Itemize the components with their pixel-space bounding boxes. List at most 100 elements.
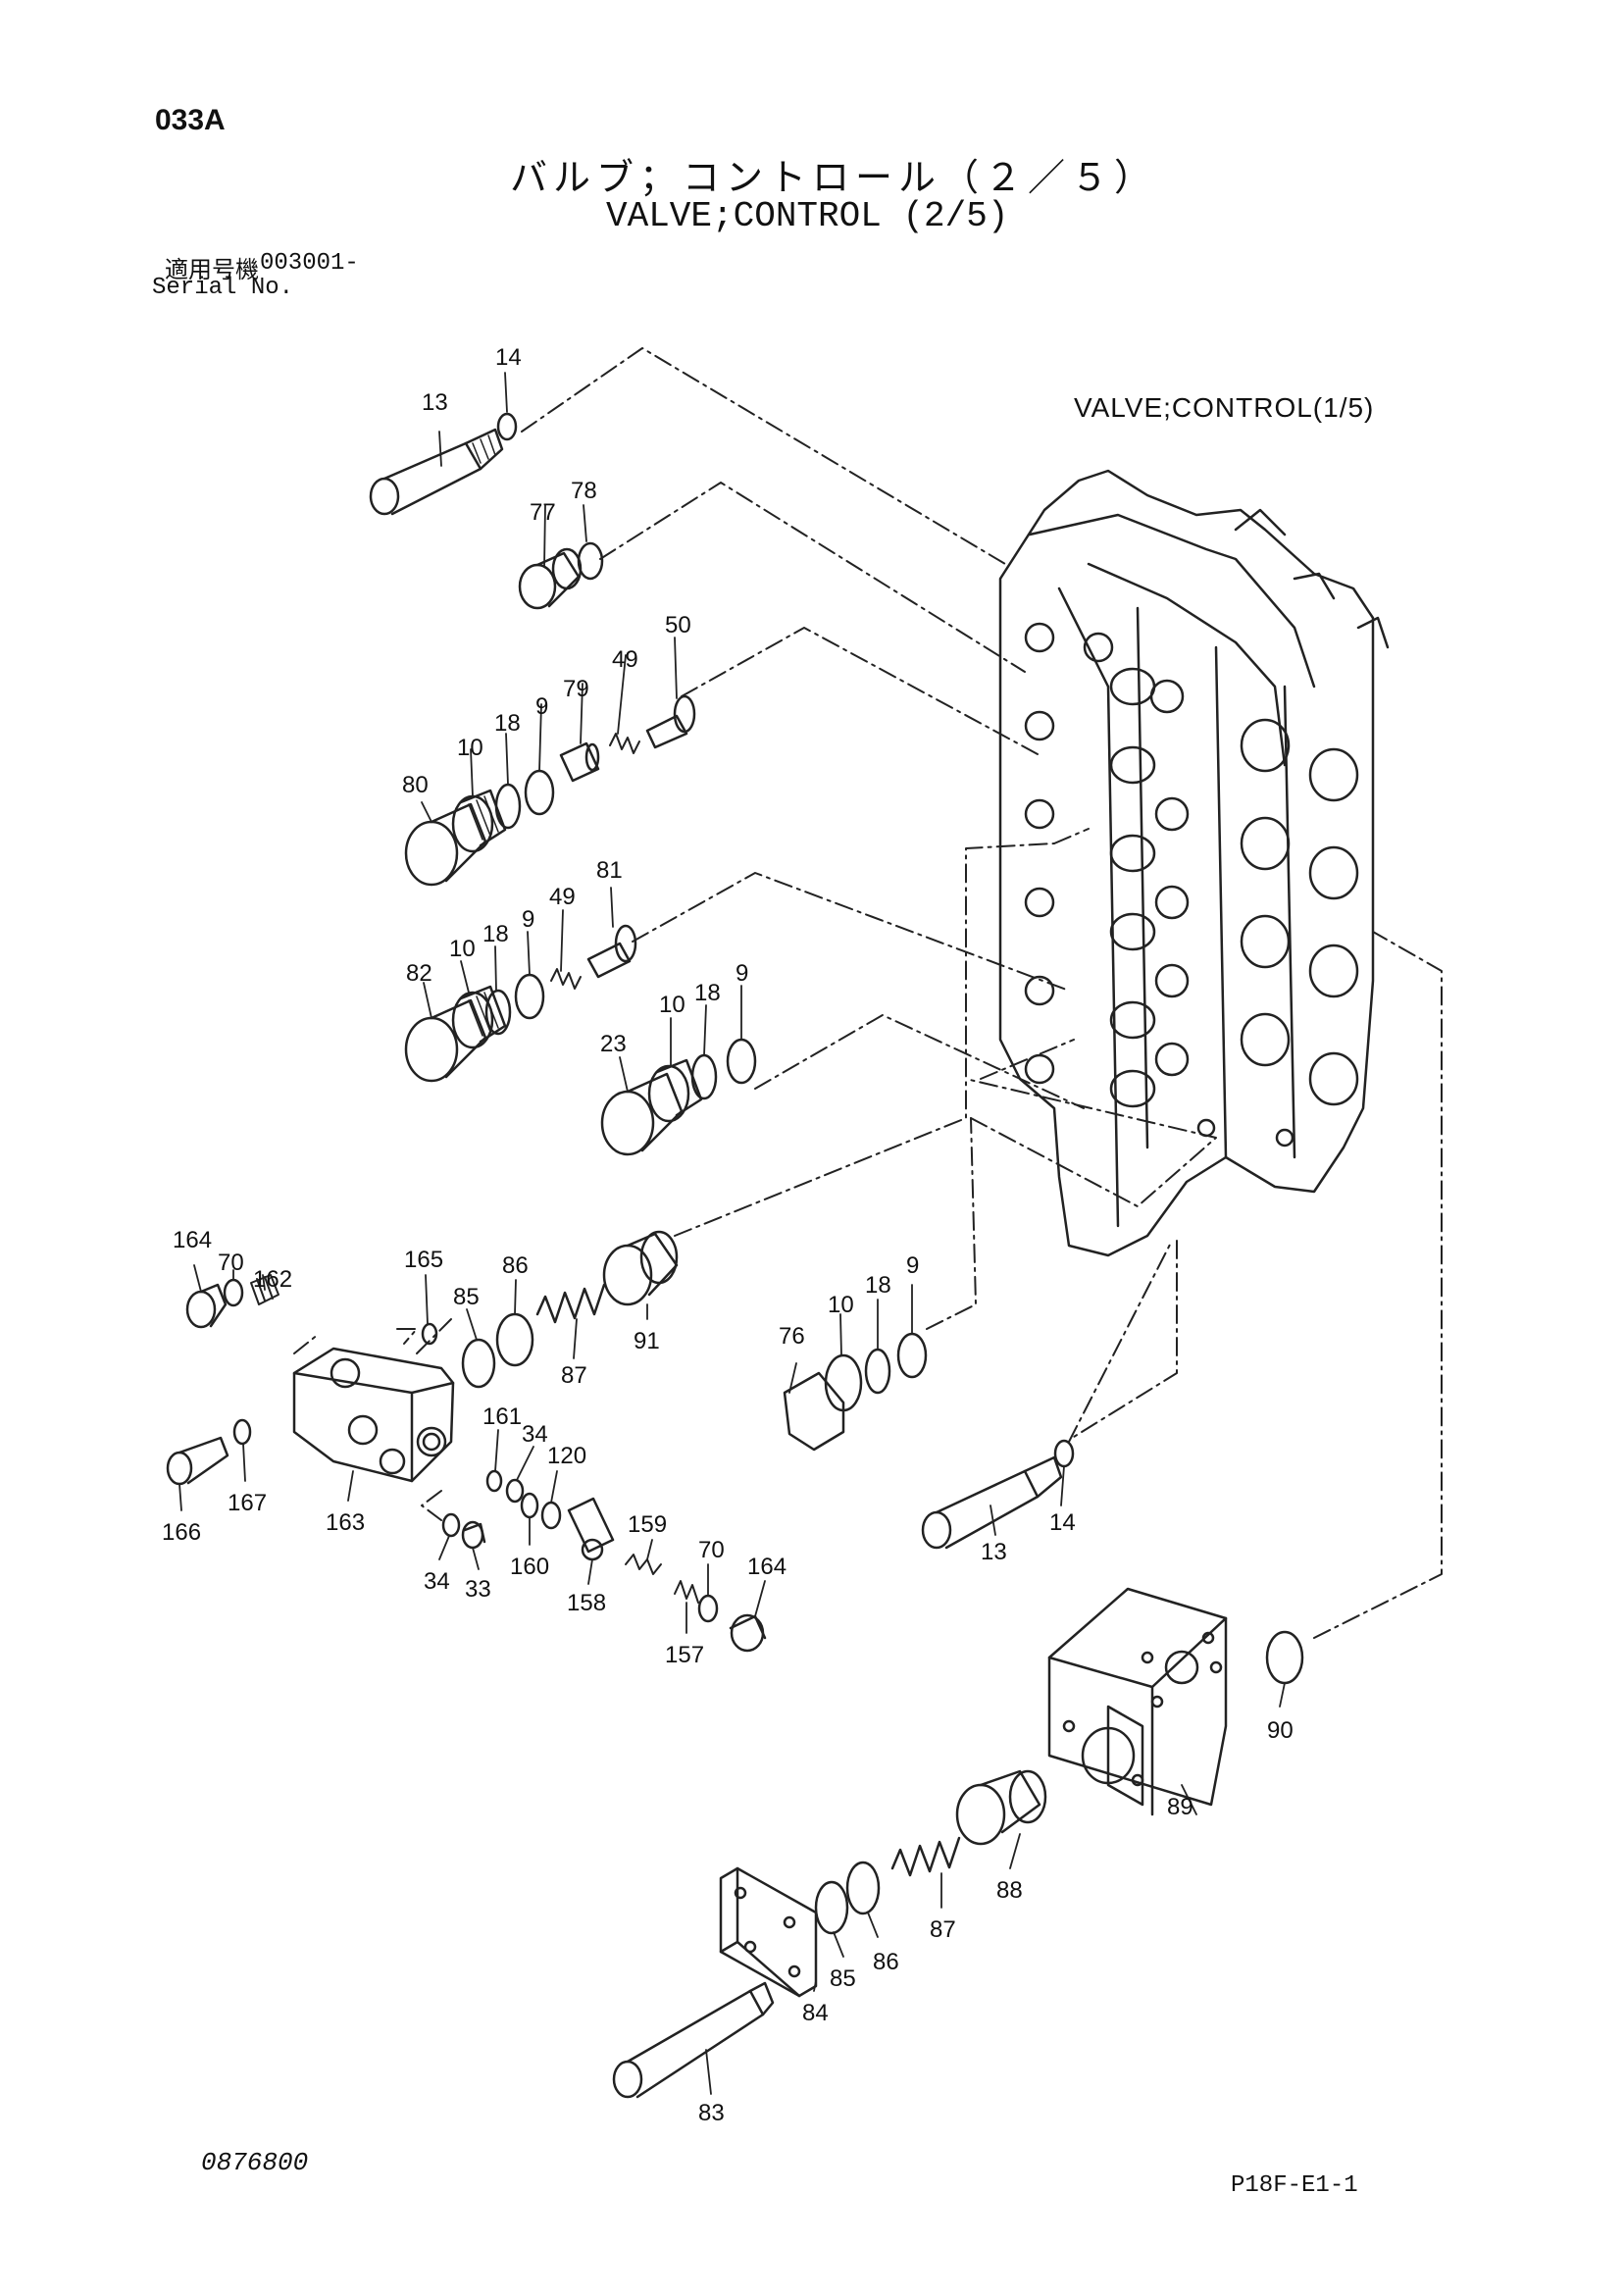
part-86-ring-left [495,1312,534,1367]
callout-label: 91 [634,1328,660,1354]
callout-label: 13 [981,1539,1007,1565]
callout-label: 79 [563,676,589,702]
callout-label: 78 [571,478,597,504]
part-157-spring [674,1580,699,1604]
callout-label: 166 [162,1519,201,1546]
part-158-spool [567,1497,615,1561]
projection-lines [293,347,1443,1639]
part-164-plug-left [185,1283,228,1329]
part-161-ring [485,1469,503,1493]
callout-label: 161 [482,1403,522,1430]
callout-label: 157 [665,1642,704,1668]
callout-label: 86 [873,1949,899,1975]
part-76-plug [783,1353,863,1452]
part-86-ring-lower [845,1861,881,1915]
callout-label: 85 [453,1284,480,1310]
part-81-piston [586,924,637,979]
serial-label-japanese: 適用号機 [165,256,259,283]
part-85-ring-left [461,1338,496,1389]
part-164-plug-right [729,1613,767,1653]
callout-label: 163 [326,1509,365,1536]
page-reference: P18F-E1-1 [1231,2172,1358,2199]
serial-label-english: Serial No. [152,275,294,301]
callout-label: 49 [612,646,638,673]
part-167-washer [232,1418,252,1446]
callout-label: 50 [665,612,691,638]
part-23-plug [600,1058,703,1156]
callout-label: 90 [1267,1717,1294,1744]
callout-label: 88 [996,1877,1023,1904]
part-13-bolt-lower [921,1455,1063,1550]
callout-label: 167 [228,1490,267,1516]
title-japanese: バルブ；コントロール（２／５） [510,156,1158,199]
part-14-washer-top [496,412,518,441]
callout-label: 9 [522,906,534,933]
callout-label: 81 [596,857,623,884]
part-18-ring-c [690,1053,718,1100]
part-9-oring-b [514,973,545,1020]
callout-label: 10 [828,1292,854,1318]
part-88-sleeve [955,1769,1047,1846]
callout-label: 18 [865,1272,891,1299]
part-163-relief-block [292,1347,455,1483]
part-160-ring [520,1492,539,1519]
callout-label: 160 [510,1554,549,1580]
part-87-spring-left [535,1283,606,1324]
part-85-ring-lower [814,1880,849,1935]
part-80-plug [404,789,507,887]
callout-label: 89 [1167,1794,1193,1820]
callout-labels: 14 13 78 77 50 49 79 9 18 10 80 81 49 9 … [162,344,1294,2126]
part-9-oring-d [896,1332,928,1379]
part-83-bolt-lower [612,1981,775,2099]
callout-label: 18 [694,980,721,1006]
callout-label: 87 [930,1916,956,1943]
part-165-ring [421,1322,438,1346]
part-18-ring-d [864,1348,891,1395]
callout-label: 34 [424,1568,450,1595]
callout-label: 70 [698,1537,725,1563]
callout-label: 84 [802,2000,829,2026]
part-77-plug [518,547,583,610]
part-82-plug [404,985,507,1083]
part-91-sleeve [602,1230,679,1306]
callout-label: 9 [906,1252,919,1279]
part-18-ring-b [484,989,512,1036]
callout-label: 85 [830,1965,856,1992]
callout-label: 165 [404,1247,443,1273]
part-166-bolt [166,1436,229,1486]
callout-label: 9 [535,693,548,720]
callout-label: 80 [402,772,429,798]
callout-leaders [178,372,1286,2095]
part-33-plug [461,1520,486,1550]
part-89-cover [1047,1587,1228,1816]
callout-label: 10 [449,936,476,962]
callout-label: 83 [698,2100,725,2126]
part-70-ring-left [223,1278,244,1307]
part-9-oring-a [524,769,555,816]
callout-label: 18 [482,921,509,947]
callout-label: 10 [659,992,685,1018]
part-120-ring [540,1501,562,1530]
callout-label: 164 [747,1554,787,1580]
callout-label: 162 [253,1266,292,1293]
callout-label: 33 [465,1576,491,1603]
part-159-spring [625,1554,662,1575]
part-13-bolt-top [369,428,504,516]
part-50-piston [645,694,696,749]
callout-label: 18 [494,710,521,737]
part-49-spring-b [550,968,582,990]
title-english: VALVE;CONTROL (2/5) [606,196,1009,236]
control-valve-body [998,469,1390,1257]
serial-number-value: 003001- [260,250,359,277]
callout-label: 9 [736,960,748,987]
page-code: 033A [155,104,226,136]
part-70-ring-right [697,1594,719,1623]
document-number: 0876800 [201,2148,309,2177]
callout-label: 23 [600,1031,627,1057]
part-79-poppet [559,741,600,783]
part-9-oring-c [726,1038,757,1085]
callout-label: 77 [530,499,556,526]
callout-label: 49 [549,884,576,910]
part-78-oring [577,541,604,581]
callout-label: 13 [422,389,448,416]
